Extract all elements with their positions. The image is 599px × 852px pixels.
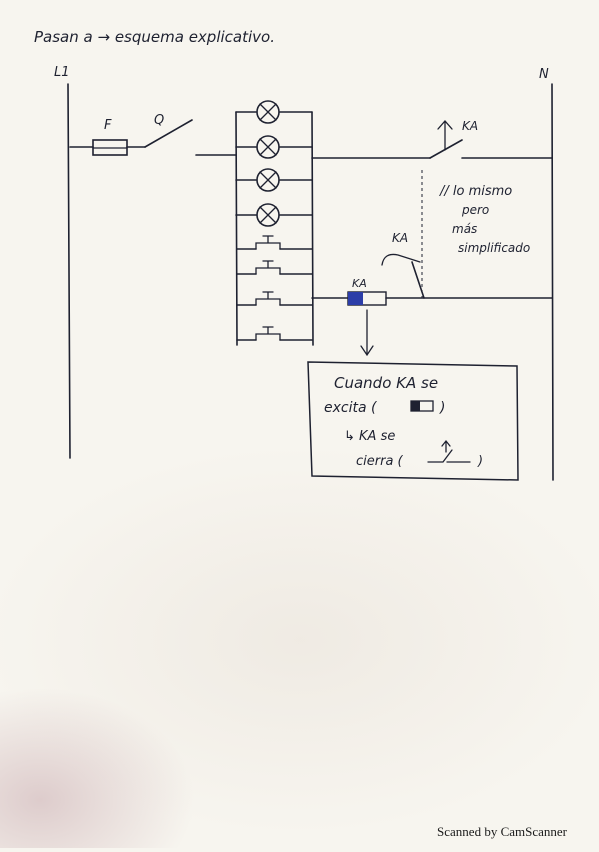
- label-switch: Q: [154, 113, 164, 128]
- pushbutton-row-3: [236, 291, 313, 306]
- label-l1: L1: [54, 65, 70, 80]
- label-fuse: F: [104, 118, 112, 133]
- arrow-down-icon: [360, 309, 374, 357]
- pushbutton-icon: [255, 235, 281, 250]
- lamp-icon: [256, 168, 280, 192]
- side-note-line-1: // lo mismo: [439, 184, 512, 199]
- pushbutton-row-2: [236, 260, 313, 275]
- note-line-1: Cuando KA se: [334, 374, 438, 392]
- note-coil-icon-fill: [411, 401, 420, 411]
- label-n: N: [539, 67, 549, 82]
- side-note-line-3: más: [452, 222, 477, 236]
- lamp-row-1: [235, 100, 313, 124]
- pushbutton-icon: [255, 291, 281, 306]
- ka-mid-actuator-icon: [381, 253, 421, 266]
- note-line-2-end: ): [439, 400, 445, 416]
- pushbutton-row-4: [236, 326, 313, 341]
- block-left-bus: [235, 111, 238, 346]
- note-box: [307, 361, 519, 481]
- rail-l1: [67, 83, 71, 459]
- lamp-row-4: [235, 203, 313, 227]
- note-line-4-end: ): [477, 454, 483, 469]
- footer-watermark: Scanned by CamScanner: [437, 824, 567, 839]
- heading: Pasan a → esquema explicativo.: [34, 28, 275, 46]
- block-right-bus: [311, 111, 314, 346]
- note-contact-icon: [427, 439, 471, 463]
- lamp-icon: [256, 135, 280, 159]
- note-line-2: excita (: [324, 400, 377, 416]
- lamp-row-2: [235, 135, 313, 159]
- ka-top-actuator-icon: [437, 120, 453, 151]
- label-ka-coil: KA: [352, 277, 367, 290]
- side-note-line-4: simplificado: [458, 241, 530, 255]
- pushbutton-row-1: [236, 235, 313, 250]
- pushbutton-icon: [255, 326, 281, 341]
- ka-coil-fill: [348, 292, 363, 305]
- pushbutton-icon: [255, 260, 281, 275]
- side-note-line-2: pero: [461, 203, 489, 217]
- ka-top-contact: [429, 139, 463, 159]
- ka-mid-contact: [411, 261, 425, 299]
- rail-n: [551, 83, 554, 481]
- label-ka-mid: KA: [392, 231, 408, 245]
- lamp-icon: [256, 203, 280, 227]
- label-ka-top: KA: [462, 119, 478, 133]
- note-line-3: ↳ KA se: [344, 429, 395, 444]
- note-line-4: cierra (: [356, 454, 404, 469]
- lamp-row-3: [235, 168, 313, 192]
- lamp-icon: [256, 100, 280, 124]
- switch-q-blade: [144, 119, 193, 148]
